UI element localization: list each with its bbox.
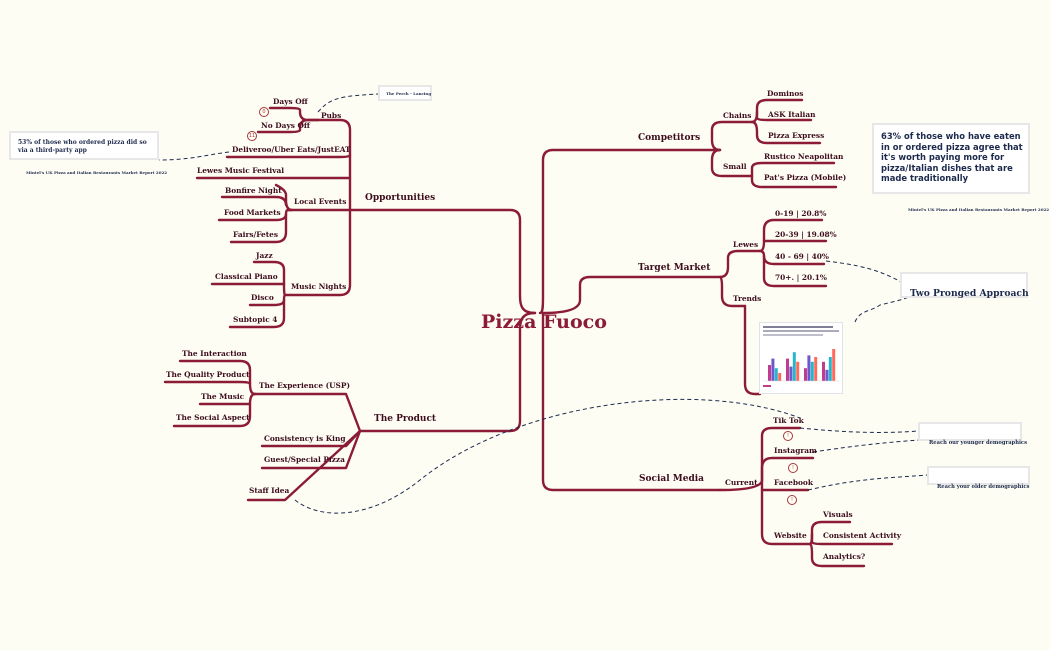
music-night-item[interactable]: Subtopic 4	[233, 315, 278, 324]
product-topic[interactable]: The Product	[374, 414, 437, 424]
local-event-item[interactable]: Food Markets	[224, 208, 281, 217]
trends-thumbnail-bar	[822, 361, 825, 381]
central-topic[interactable]: Pizza Fuoco	[481, 311, 607, 333]
trends-thumbnail-bar	[828, 357, 832, 381]
consistency-label[interactable]: Consistency is King	[264, 434, 346, 443]
older-demographics-text: Reach your older demographics	[937, 484, 1030, 490]
trends-chart-image[interactable]	[759, 322, 843, 394]
age-group-item[interactable]: 0-19 | 20.8%	[775, 209, 827, 218]
chain-item[interactable]: Dominos	[767, 89, 804, 98]
trends-thumbnail-bar	[832, 349, 836, 381]
chain-item[interactable]: ASK Italian	[768, 110, 816, 119]
no-days-off-label[interactable]: No Days Off	[261, 121, 310, 130]
lewes-label[interactable]: Lewes	[733, 240, 759, 249]
connector-opportunities	[348, 208, 537, 315]
competitors-topic[interactable]: Competitors	[638, 133, 701, 143]
instagram-label[interactable]: Instagram	[774, 446, 817, 455]
trends-thumbnail-bar	[771, 358, 775, 381]
instagram-alert-icon: !	[788, 463, 798, 473]
facebook-label[interactable]: Facebook	[774, 478, 813, 487]
younger-demographics-note[interactable]: Reach our younger demographics	[918, 422, 1027, 446]
facebook-alert-icon: !	[787, 495, 797, 505]
music-nights-label[interactable]: Music Nights	[291, 282, 347, 291]
younger-demographics-text: Reach our younger demographics	[929, 440, 1028, 446]
experience-item[interactable]: The Interaction	[182, 349, 247, 358]
music-night-item[interactable]: Disco	[251, 293, 274, 302]
two-pronged-text: Two Pronged Approach	[910, 288, 1029, 299]
chains-label[interactable]: Chains	[723, 111, 752, 120]
age-group-item[interactable]: 70+. | 20.1%	[775, 273, 827, 282]
experience-label[interactable]: The Experience (USP)	[259, 381, 350, 390]
trends-thumbnail-bar	[792, 352, 796, 381]
chain-item[interactable]: Pizza Express	[768, 131, 825, 140]
perch-note-text: The Perch - Lancing	[386, 91, 432, 96]
delivery-note-source: Mintel's UK Pizza and Italian Restaurant…	[26, 170, 168, 175]
deliveroo-label[interactable]: Deliveroo/Uber Eats/JustEAT	[232, 145, 351, 154]
pubs-label[interactable]: Pubs	[321, 111, 342, 120]
staff-idea-label[interactable]: Staff Idea	[249, 486, 290, 495]
website-item[interactable]: Consistent Activity	[823, 531, 902, 540]
trends-chart-thumbnail	[763, 326, 839, 387]
two-pronged-approach[interactable]: Two Pronged Approach	[900, 272, 1029, 299]
tiktok-alert-icon: !	[783, 431, 793, 441]
perch-note[interactable]: The Perch - Lancing	[378, 85, 432, 101]
trends-thumbnail-bar	[789, 366, 793, 381]
website-item[interactable]: Visuals	[823, 510, 853, 519]
age-group-item[interactable]: 20-39 | 19.08%	[775, 230, 837, 239]
local-event-item[interactable]: Bonfire Night	[225, 186, 282, 195]
website-label[interactable]: Website	[774, 531, 807, 540]
experience-item[interactable]: The Music	[201, 392, 245, 401]
trends-thumbnail-bar	[814, 357, 818, 381]
trends-thumbnail-bar	[768, 365, 771, 381]
trends-thumbnail-bar	[807, 355, 811, 381]
trends-thumbnail-bar	[804, 368, 807, 381]
connector-social	[541, 311, 722, 492]
quality-note[interactable]: 63% of those who have eaten in or ordere…	[872, 123, 1030, 194]
days-off-label[interactable]: Days Off	[273, 97, 308, 106]
days-off-badge: 0	[259, 107, 269, 117]
trends-thumbnail-bar	[796, 361, 800, 381]
small-item[interactable]: Rustico Neapolitan	[764, 152, 844, 161]
no-days-off-badge: 11	[247, 131, 257, 141]
trends-thumbnail-bar	[786, 358, 789, 381]
trends-thumbnail-bar	[778, 373, 782, 381]
older-demographics-note[interactable]: Reach your older demographics	[927, 466, 1030, 490]
trends-label[interactable]: Trends	[733, 294, 762, 303]
website-item[interactable]: Analytics?	[823, 552, 866, 561]
experience-item[interactable]: The Quality Product	[166, 370, 250, 379]
trends-thumbnail-bar	[825, 369, 829, 381]
age-group-item[interactable]: 40 - 69 | 40%	[775, 252, 829, 261]
local-events-label[interactable]: Local Events	[294, 197, 347, 206]
target-market-topic[interactable]: Target Market	[638, 263, 711, 273]
local-event-item[interactable]: Fairs/Fetes	[233, 230, 279, 239]
small-item[interactable]: Pat's Pizza (Mobile)	[764, 173, 847, 182]
trends-thumbnail-bar	[810, 361, 814, 381]
delivery-note[interactable]: 53% of those who ordered pizza did so vi…	[9, 131, 159, 160]
quality-note-source: Mintel's UK Pizza and Italian Restaurant…	[908, 207, 1050, 212]
quality-note-text: 63% of those who have eaten in or ordere…	[881, 131, 1023, 183]
music-night-item[interactable]: Jazz	[256, 251, 273, 260]
connector-competitors	[538, 148, 722, 315]
tiktok-label[interactable]: Tik Tok	[773, 416, 804, 425]
lewes-music-festival-label[interactable]: Lewes Music Festival	[197, 166, 285, 175]
small-label[interactable]: Small	[723, 162, 747, 171]
delivery-note-text: 53% of those who ordered pizza did so vi…	[18, 139, 147, 154]
experience-item[interactable]: The Social Aspect	[176, 413, 250, 422]
current-label[interactable]: Current	[725, 478, 758, 487]
connector-product	[358, 311, 537, 433]
opportunities-topic[interactable]: Opportunities	[365, 193, 436, 203]
music-night-item[interactable]: Classical Piano	[215, 272, 278, 281]
guest-pizza-label[interactable]: Guest/Special Pizza	[264, 455, 345, 464]
trends-thumbnail-bar	[774, 368, 778, 381]
social-media-topic[interactable]: Social Media	[639, 474, 705, 484]
connector-target	[541, 275, 722, 315]
